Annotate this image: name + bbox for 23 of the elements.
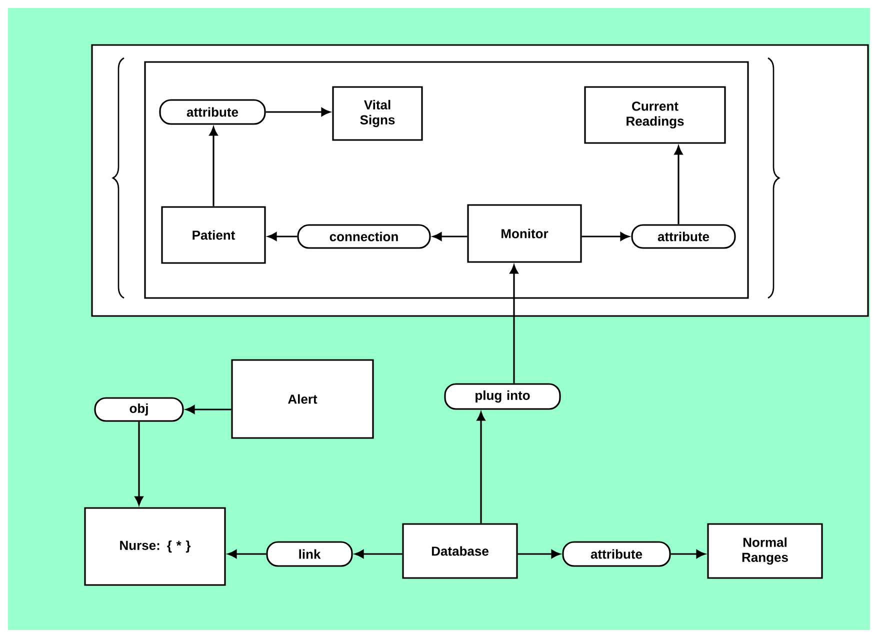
arrow	[518, 550, 560, 558]
arrow	[354, 550, 402, 558]
arrow	[476, 412, 486, 524]
arrow	[670, 550, 706, 558]
arrow	[228, 550, 266, 558]
arrow	[268, 232, 298, 241]
arrow	[134, 422, 144, 506]
concept-box: Database	[402, 523, 518, 579]
arrow	[186, 405, 232, 414]
arrow	[582, 232, 630, 241]
concept-box: Vital Signs	[332, 86, 423, 141]
arrow	[432, 232, 468, 241]
concept-box: Current Readings	[584, 86, 726, 144]
concept-box: Nurse: { * }	[84, 507, 226, 586]
arrow	[674, 146, 683, 224]
concept-box: Normal Ranges	[707, 523, 823, 579]
concept-box: Alert	[231, 359, 374, 439]
arrow	[510, 264, 518, 384]
arrow	[266, 108, 330, 116]
arrow	[209, 126, 218, 206]
concept-box: Patient	[161, 206, 266, 264]
frame-box	[144, 61, 749, 299]
concept-box: Monitor	[467, 204, 582, 263]
